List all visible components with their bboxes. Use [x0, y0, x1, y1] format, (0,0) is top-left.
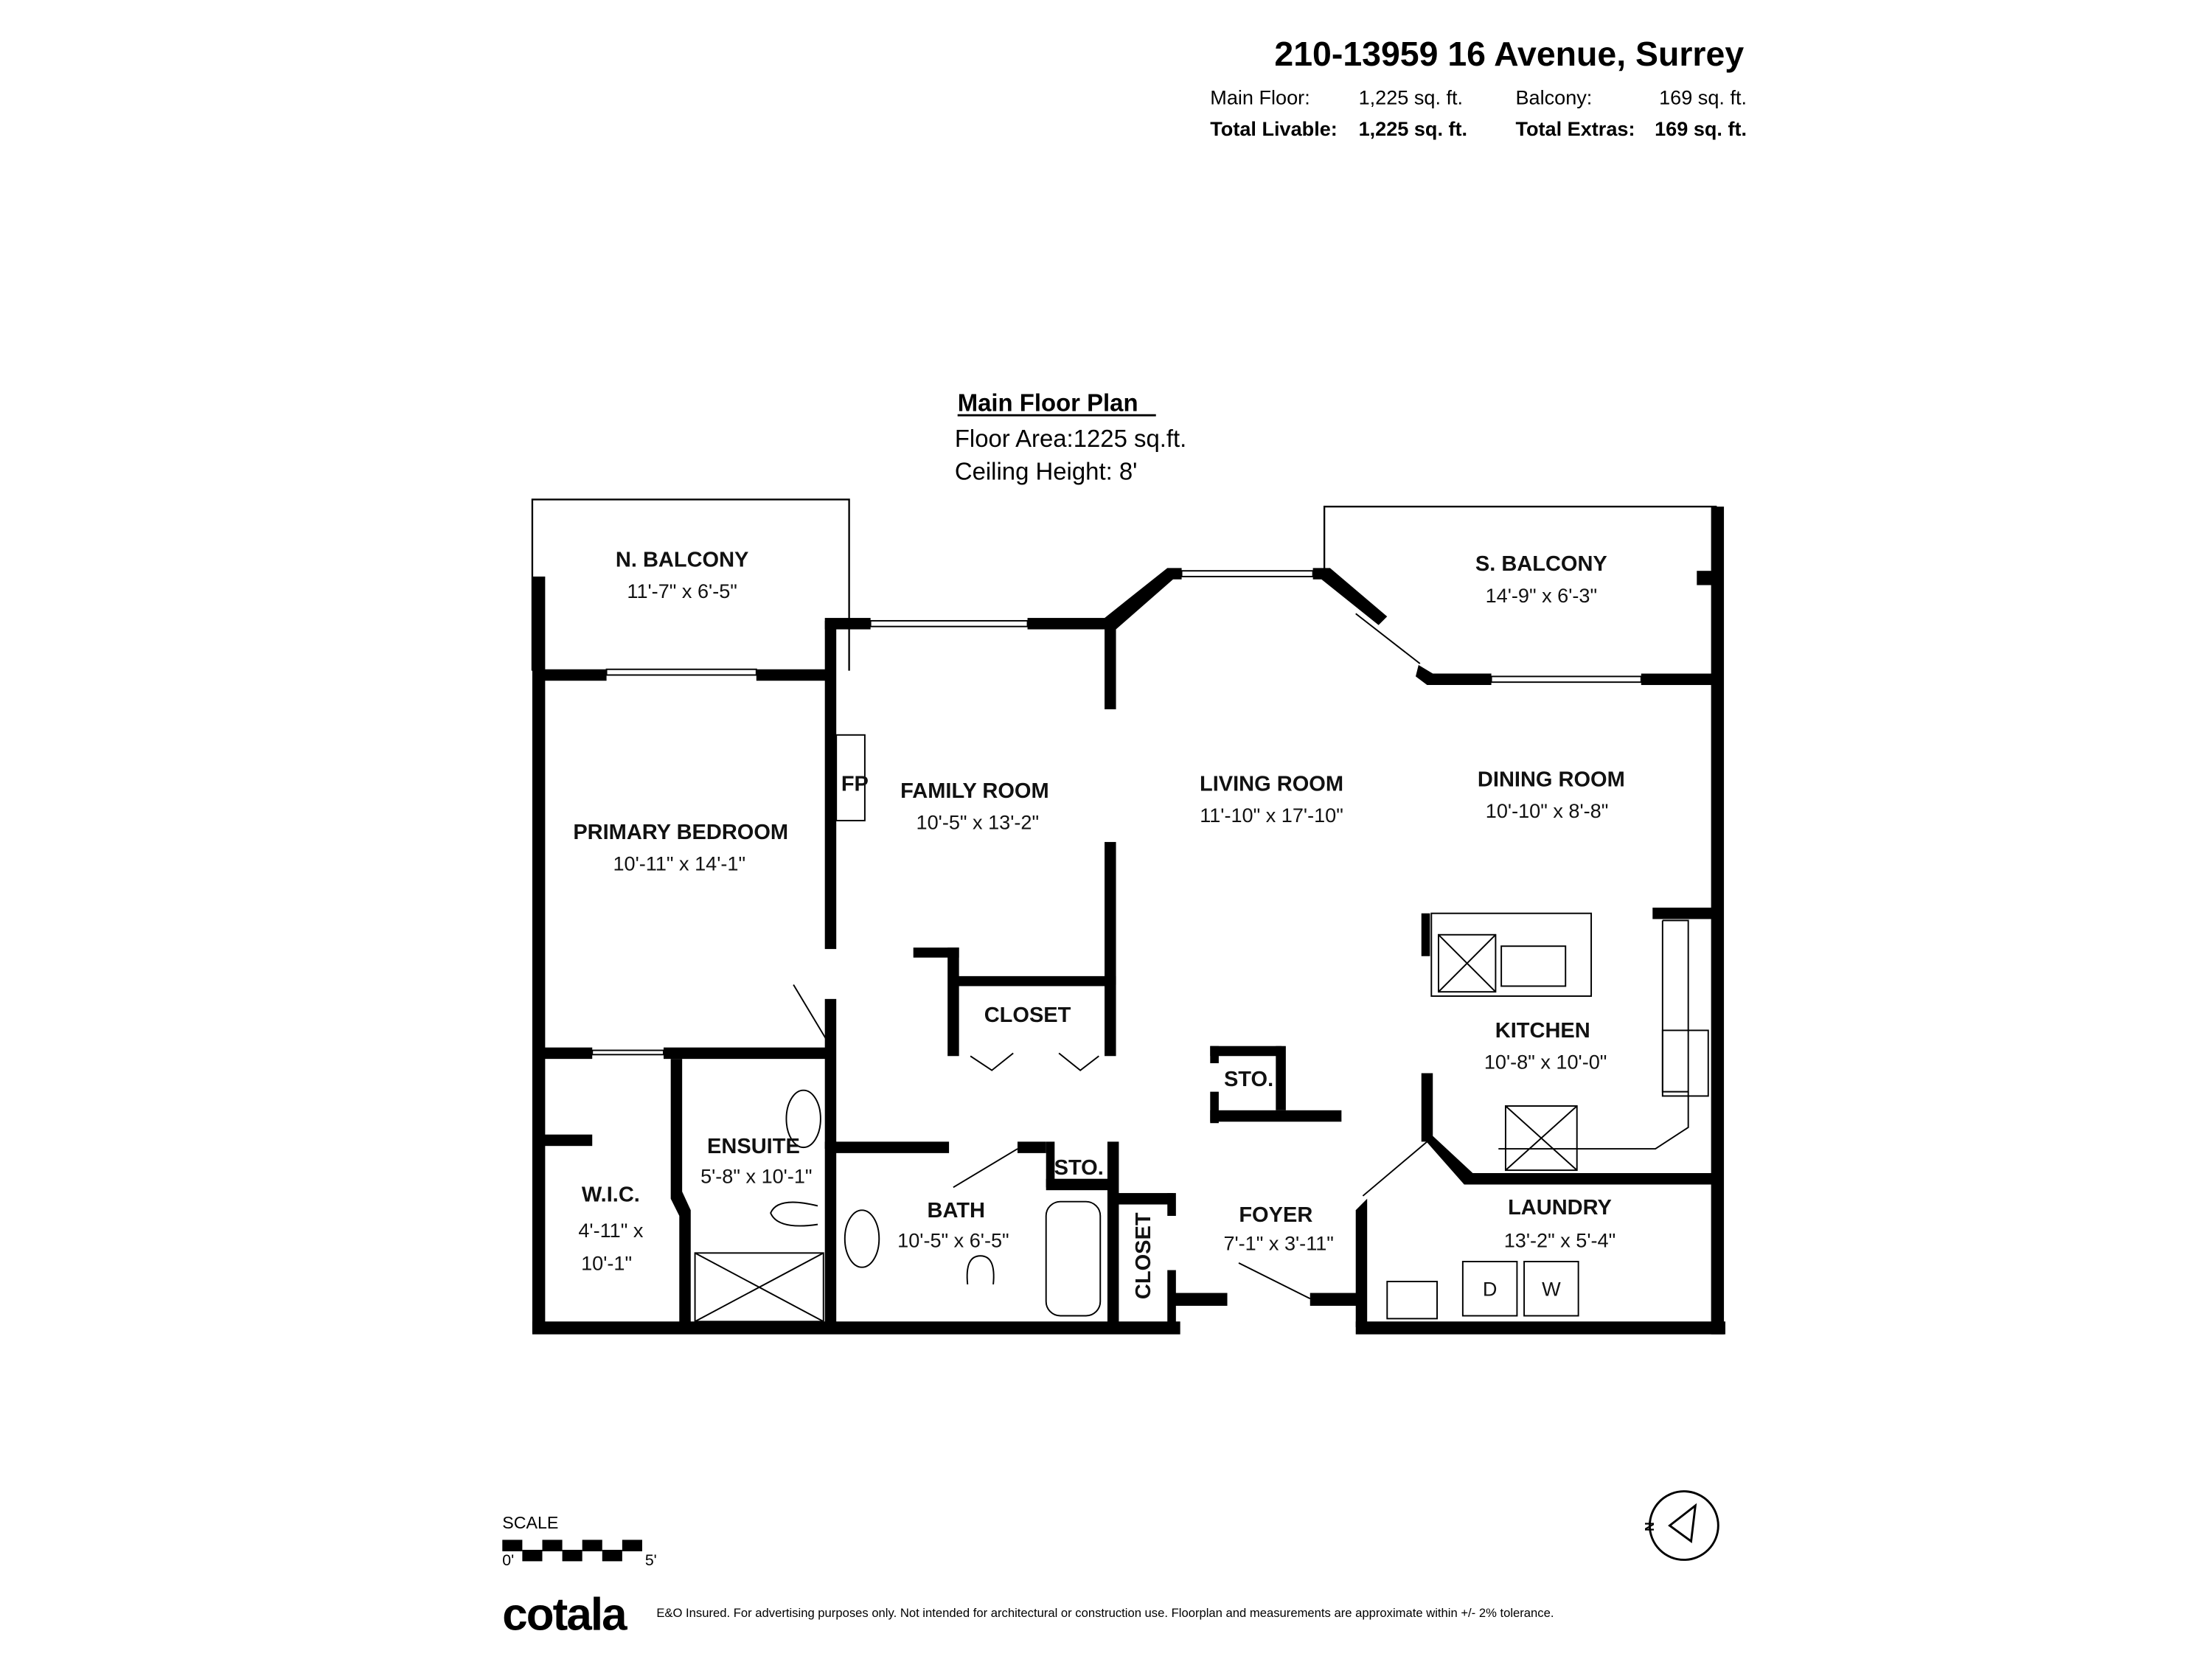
plan-title: Main Floor Plan: [958, 389, 1138, 416]
room-dimensions: 10'-10" x 8'-8": [1486, 799, 1609, 822]
cooktop-icon: [1438, 933, 1497, 993]
plan-title-block: Main Floor Plan Floor Area:1225 sq.ft. C…: [955, 389, 1186, 484]
total-extras-value: 169 sq. ft.: [1655, 117, 1747, 140]
room-labels: N. BALCONY 11'-7" x 6'-5" S. BALCONY 14'-9…: [573, 548, 1624, 1300]
bath-toilet-icon: [966, 1255, 995, 1285]
room-dimensions: 11'-10" x 17'-10": [1200, 804, 1343, 827]
compass-north-label: N: [1642, 1522, 1657, 1531]
room-name: W.I.C.: [582, 1183, 640, 1207]
footer: cotala E&O Insured. For advertising purp…: [502, 1589, 1554, 1640]
closet-label: CLOSET: [984, 1004, 1071, 1027]
room-name: KITCHEN: [1495, 1019, 1590, 1043]
ensuite-toilet-icon: [770, 1201, 818, 1227]
room-dimensions: 11'-7" x 6'-5": [627, 580, 737, 602]
room-dimensions: 7'-1" x 3'-11": [1223, 1231, 1333, 1254]
room-name: BATH: [928, 1199, 985, 1222]
cotala-logo: cotala: [502, 1589, 627, 1640]
room-name: S. BALCONY: [1475, 552, 1607, 576]
fireplace-label: FP: [841, 772, 869, 796]
room-name: PRIMARY BEDROOM: [573, 821, 788, 844]
header: 210-13959 16 Avenue, Surrey Main Floor: …: [1210, 35, 1747, 140]
balcony-value: 169 sq. ft.: [1659, 86, 1747, 108]
total-livable-value: 1,225 sq. ft.: [1359, 117, 1467, 140]
room-name: FAMILY ROOM: [900, 779, 1049, 803]
foyer-closet-label: CLOSET: [1132, 1212, 1155, 1299]
range-icon: [1661, 1029, 1709, 1097]
room-family-room: FAMILY ROOM 10'-5" x 13'-2": [900, 779, 1049, 834]
floor-area: Floor Area:1225 sq.ft.: [955, 425, 1186, 452]
fixtures: [694, 613, 1709, 1323]
room-name: FOYER: [1239, 1203, 1312, 1227]
sink-icon: [1500, 945, 1567, 987]
scale-bar: SCALE 0' 5': [502, 1513, 657, 1569]
foyer-door-icon: [1238, 1262, 1311, 1300]
bath-door-icon: [953, 1148, 1018, 1189]
room-name: LAUNDRY: [1508, 1196, 1612, 1220]
compass-icon: N: [1642, 1490, 1719, 1561]
scale-label: SCALE: [502, 1513, 558, 1532]
room-ensuite: ENSUITE 5'-8" x 10'-1": [700, 1135, 812, 1188]
dryer-icon: [1461, 1261, 1518, 1317]
bedroom-door-icon: [793, 984, 829, 1043]
dishwasher-icon: [1504, 1105, 1578, 1172]
room-primary-bedroom: PRIMARY BEDROOM 10'-11" x 14'-1": [573, 821, 788, 875]
main-floor-label: Main Floor:: [1210, 86, 1310, 108]
balcony-door-icon: [1355, 613, 1421, 664]
fireplace-icon: [835, 734, 866, 821]
room-dimensions: 10'-5" x 13'-2": [917, 811, 1040, 834]
total-extras-label: Total Extras:: [1515, 117, 1635, 140]
room-foyer: FOYER 7'-1" x 3'-11": [1223, 1203, 1333, 1255]
room-laundry: LAUNDRY 13'-2" x 5'-4": [1504, 1196, 1615, 1252]
room-living-room: LIVING ROOM 11'-10" x 17'-10": [1200, 772, 1343, 827]
room-dimensions: 14'-9" x 6'-3": [1486, 584, 1597, 607]
closet-door-icon: [970, 1052, 1014, 1071]
ceiling-height: Ceiling Height: 8': [955, 457, 1138, 484]
room-dining-room: DINING ROOM 10'-10" x 8'-8": [1478, 768, 1625, 822]
disclaimer: E&O Insured. For advertising purposes on…: [656, 1606, 1554, 1620]
bathtub-icon: [1045, 1200, 1102, 1317]
windows: [591, 570, 1642, 1056]
room-dimensions: 10'-1": [581, 1252, 632, 1275]
bath-sink-icon: [844, 1209, 880, 1268]
total-livable-label: Total Livable:: [1210, 117, 1338, 140]
storage-label-2: STO.: [1054, 1156, 1104, 1180]
room-name: LIVING ROOM: [1200, 772, 1343, 796]
address-title: 210-13959 16 Avenue, Surrey: [1274, 35, 1744, 73]
room-s-balcony: S. BALCONY 14'-9" x 6'-3": [1475, 552, 1607, 607]
room-name: DINING ROOM: [1478, 768, 1625, 791]
room-name: N. BALCONY: [616, 548, 749, 571]
room-dimensions: 4'-11" x: [578, 1219, 643, 1242]
room-dimensions: 5'-8" x 10'-1": [700, 1165, 812, 1188]
room-kitchen: KITCHEN 10'-8" x 10'-0": [1484, 1019, 1607, 1074]
room-dimensions: 13'-2" x 5'-4": [1504, 1229, 1615, 1252]
balcony-label: Balcony:: [1515, 86, 1592, 108]
laundry-sink-icon: [1386, 1281, 1438, 1320]
washer-label: W: [1542, 1277, 1561, 1300]
room-n-balcony: N. BALCONY 11'-7" x 6'-5": [616, 548, 749, 602]
dryer-label: D: [1483, 1277, 1498, 1300]
ensuite-sink-icon: [785, 1089, 821, 1149]
room-bath: BATH 10'-5" x 6'-5": [897, 1199, 1009, 1252]
room-wic: W.I.C. 4'-11" x 10'-1": [578, 1183, 643, 1275]
kitchen-island: [1430, 912, 1593, 997]
laundry-door-icon: [1362, 1141, 1428, 1197]
room-dimensions: 10'-11" x 14'-1": [613, 852, 745, 875]
main-floor-value: 1,225 sq. ft.: [1359, 86, 1464, 108]
scale-start: 0': [502, 1551, 514, 1569]
storage-label: STO.: [1224, 1068, 1273, 1091]
shower-icon: [694, 1252, 824, 1323]
scale-end: 5': [645, 1551, 657, 1569]
walls: [532, 507, 1725, 1335]
room-dimensions: 10'-8" x 10'-0": [1484, 1051, 1607, 1074]
room-name: ENSUITE: [707, 1135, 800, 1158]
room-dimensions: 10'-5" x 6'-5": [897, 1229, 1009, 1252]
washer-icon: [1523, 1261, 1579, 1317]
